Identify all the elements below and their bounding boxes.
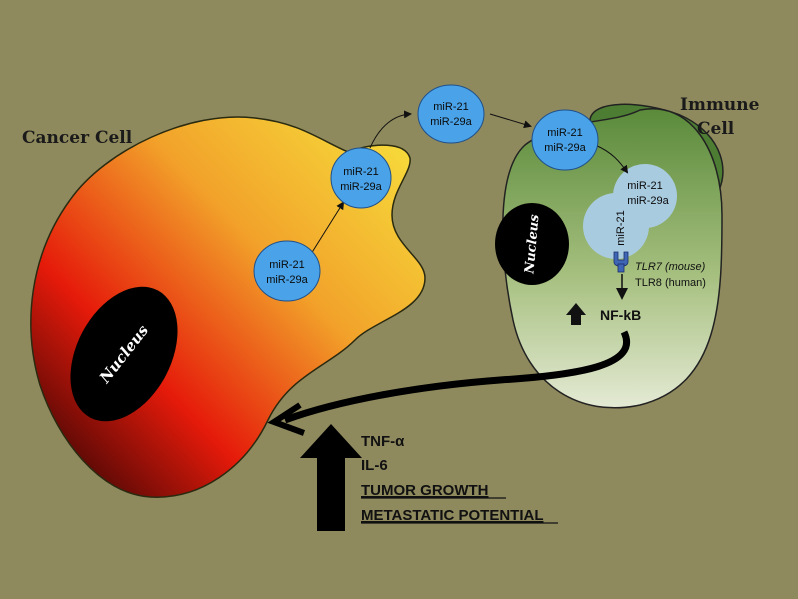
mirna-label-1: miR-21 xyxy=(343,166,378,178)
endosome-mirna-line2: miR-29a xyxy=(627,195,669,207)
endosome-lobe-left xyxy=(583,193,649,259)
tlr8-label: TLR8 (human) xyxy=(635,277,706,289)
mirna-label-2: miR-29a xyxy=(340,181,382,193)
immune-nucleus-label: Nucleus xyxy=(522,213,542,275)
mirna-vesicle-travel: miR-21 miR-29a xyxy=(417,84,485,144)
mirna-label-2: miR-29a xyxy=(544,142,586,154)
cancer-nucleus xyxy=(70,286,178,422)
mirna-label-1: miR-21 xyxy=(433,101,468,113)
endosome-mirna-line1: miR-21 xyxy=(627,180,662,192)
tumor-growth-label: TUMOR GROWTH xyxy=(361,482,488,499)
arrow-mirna-travel xyxy=(489,113,532,129)
mirna-label-2: miR-29a xyxy=(430,116,472,128)
cancer-cell-title: Cancer Cell xyxy=(22,128,133,148)
mirna-label-2: miR-29a xyxy=(266,274,308,286)
metastatic-label: METASTATIC POTENTIAL xyxy=(361,507,543,524)
il6-label: IL-6 xyxy=(361,457,388,474)
bound-mirna-label: miR-21 xyxy=(615,210,627,245)
tlr-receptor-icon xyxy=(613,251,629,273)
arrow-mirna-inner xyxy=(310,201,345,255)
up-arrow-icon xyxy=(566,303,586,325)
immune-nucleus xyxy=(495,203,569,285)
tlr7-label: TLR7 (mouse) xyxy=(635,261,706,273)
curved-arrow-head xyxy=(267,402,306,436)
mirna-vesicle-entering: miR-21 miR-29a xyxy=(531,109,599,171)
nfkb-label: NF-kB xyxy=(600,307,641,323)
mirna-label-1: miR-21 xyxy=(547,127,582,139)
mirna-vesicle-inside: miR-21 miR-29a xyxy=(253,240,321,302)
immune-cell-title-line1: Immune xyxy=(680,95,760,115)
arrow-mirna-exit xyxy=(369,110,412,149)
immune-cell-title-line2: Cell xyxy=(697,119,735,139)
arrow-mirna-enter xyxy=(594,144,629,174)
mirna-vesicle-budding: miR-21 miR-29a xyxy=(330,147,392,209)
curved-arrow-icon xyxy=(283,330,630,424)
mirna-label-1: miR-21 xyxy=(269,259,304,271)
tnf-label: TNF-α xyxy=(361,433,405,450)
big-up-arrow-icon xyxy=(300,424,362,531)
